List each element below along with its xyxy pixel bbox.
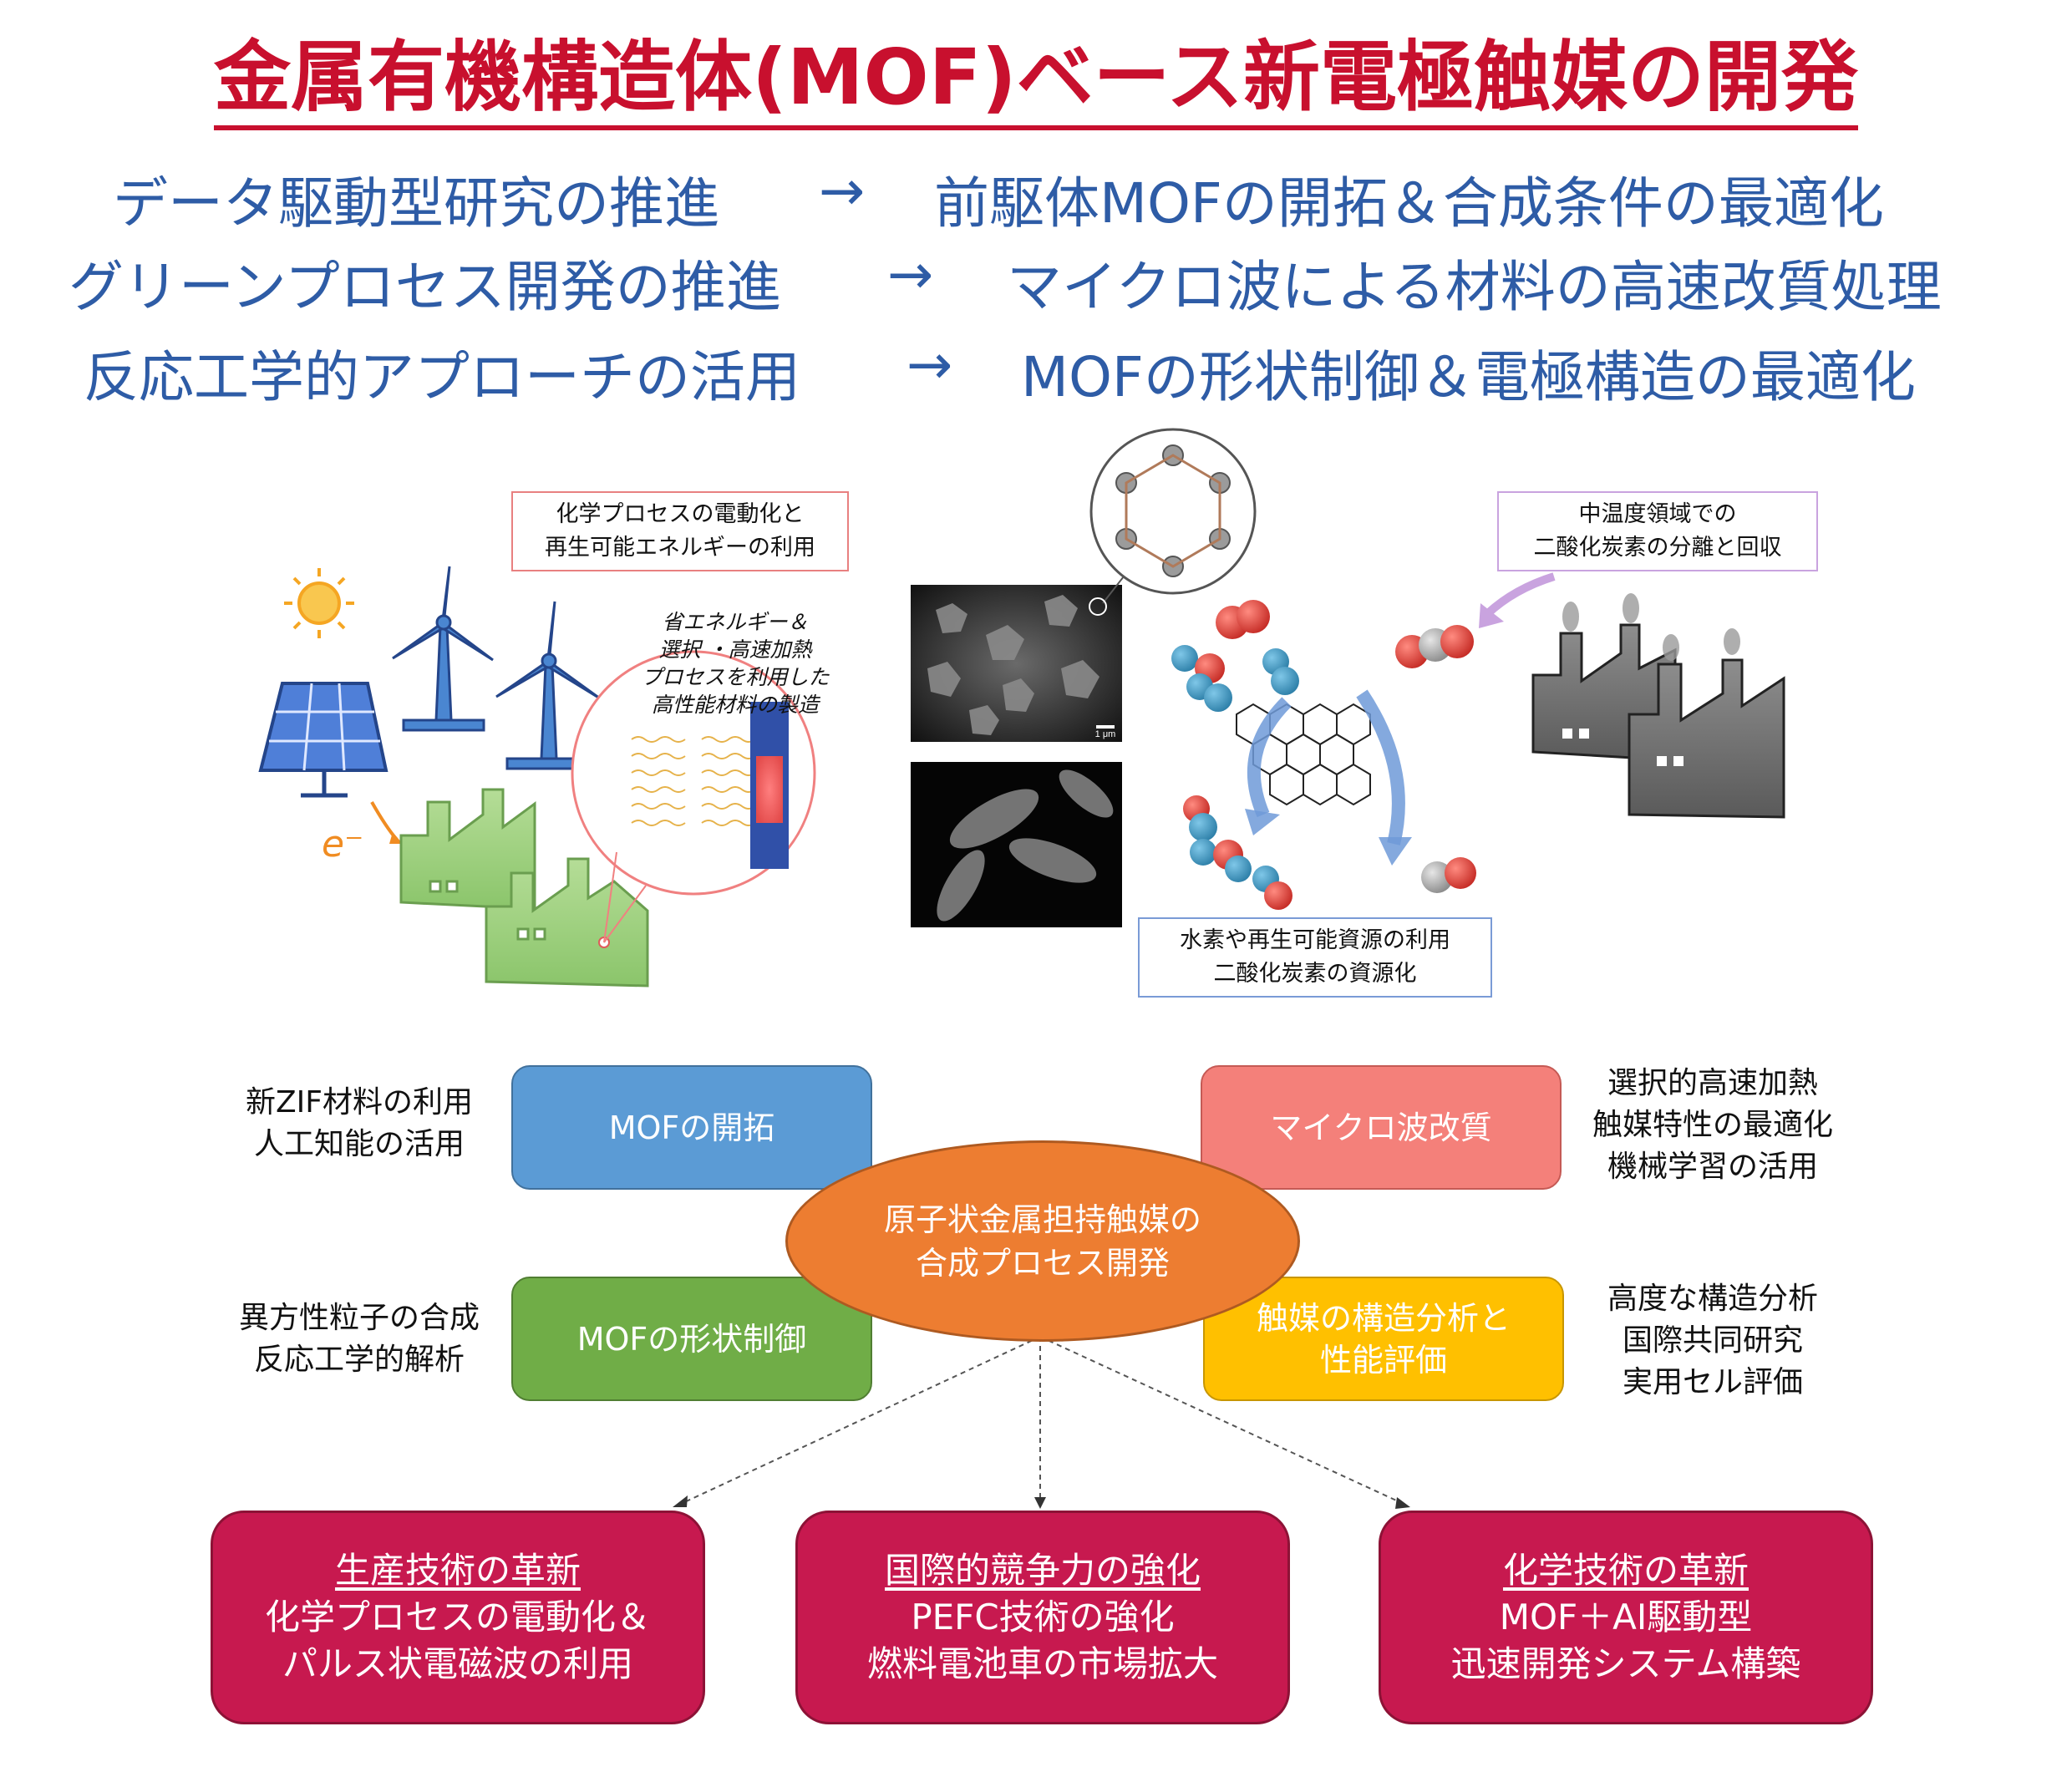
outcome-line: MOF＋AI駆動型 [1499, 1597, 1753, 1638]
electrification-box: 化学プロセスの電動化と 再生可能エネルギーの利用 [511, 491, 849, 571]
heated-zone [756, 756, 783, 823]
module-shape-control: MOFの形状制御 [511, 1277, 872, 1401]
module-analysis-line1: 触媒の構造分析と [1256, 1299, 1511, 1337]
theme-left: グリーンプロセス開発の推進 [69, 255, 781, 319]
theme-arrow-1: → [819, 159, 866, 223]
theme-row-2: グリーンプロセス開発の推進 [69, 242, 781, 322]
theme-right-2: マイクロ波による材料の高速改質処理 [1007, 255, 1942, 319]
side-note-bottom-left: 異方性粒子の合成 反応工学的解析 [221, 1297, 497, 1381]
module-microwave: マイクロ波改質 [1201, 1065, 1562, 1190]
theme-arrow-2: → [887, 242, 934, 307]
sun-icon [284, 568, 354, 638]
electrification-line1: 化学プロセスの電動化と [556, 501, 805, 527]
module-analysis: 触媒の構造分析と 性能評価 [1203, 1277, 1564, 1401]
module-analysis-line2: 性能評価 [1319, 1341, 1447, 1379]
theme-left: データ駆動型研究の推進 [113, 171, 719, 236]
outcome-heading: 国際的競争力の強化 [884, 1550, 1201, 1591]
side-note-line: 人工知能の活用 [253, 1127, 465, 1161]
theme-left: 反応工学的アプローチの活用 [84, 345, 800, 409]
side-note-top-left: 新ZIF材料の利用 人工知能の活用 [226, 1082, 493, 1165]
outcome-line: PEFC技術の強化 [911, 1597, 1175, 1638]
center-line1: 原子状金属担持触媒の [883, 1201, 1201, 1238]
hydrogen-line2: 二酸化炭素の資源化 [1213, 961, 1417, 987]
side-note-line: 高度な構造分析 [1607, 1282, 1818, 1316]
side-note-top-right: 選択的高速加熱 触媒特性の最適化 機械学習の活用 [1571, 1063, 1855, 1188]
side-note-line: 国際共同研究 [1622, 1323, 1803, 1358]
outcome-heading: 生産技術の革新 [334, 1550, 581, 1591]
factory-icon [1531, 623, 1785, 819]
side-note-line: 反応工学的解析 [253, 1343, 465, 1377]
center-line2: 合成プロセス開発 [915, 1244, 1170, 1282]
outcome-box-competitiveness: 国際的競争力の強化 PEFC技術の強化 燃料電池車の市場拡大 [795, 1511, 1290, 1724]
side-note-bottom-right: 高度な構造分析 国際共同研究 実用セル評価 [1583, 1278, 1842, 1404]
electron-label: e⁻ [322, 823, 364, 866]
theme-row-1: データ駆動型研究の推進 [113, 159, 719, 239]
electrification-line2: 再生可能エネルギーの利用 [545, 535, 815, 561]
outcome-box-chemistry: 化学技術の革新 MOF＋AI駆動型 迅速開発システム構築 [1379, 1511, 1873, 1724]
co2-separation-line1: 中温度領域での [1578, 501, 1737, 527]
side-note-line: 選択的高速加熱 [1607, 1066, 1818, 1100]
heating-note-line: 高性能材料の製造 [651, 693, 819, 717]
smoke-icon [1562, 593, 1740, 661]
center-process-ellipse: 原子状金属担持触媒の 合成プロセス開発 [785, 1140, 1300, 1342]
wind-turbine-icon [495, 601, 601, 770]
co2-separation-line2: 二酸化炭素の分離と回収 [1533, 535, 1782, 561]
co2-separation-box: 中温度領域での 二酸化炭素の分離と回収 [1497, 491, 1818, 571]
outcome-line: 燃料電池車の市場拡大 [866, 1643, 1218, 1684]
heating-note-line: 省エネルギー＆ [662, 610, 809, 634]
heating-note: 省エネルギー＆ 選択 ・高速加熱 プロセスを利用した 高性能材料の製造 [635, 608, 835, 718]
solar-panel-icon [258, 682, 388, 798]
theme-right-3: MOFの形状制御＆電極構造の最適化 [1021, 345, 1916, 409]
cycle-arrow-icon [1245, 689, 1412, 866]
heating-note-line: プロセスを利用した [641, 665, 830, 689]
side-note-line: 触媒特性の最適化 [1592, 1108, 1833, 1142]
microwave-wave-icon [631, 736, 756, 826]
side-note-line: 機械学習の活用 [1607, 1150, 1818, 1184]
outcome-line: パルス状電磁波の利用 [282, 1643, 633, 1684]
wind-turbine-icon [392, 566, 494, 732]
theme-row-3: 反応工学的アプローチの活用 [84, 333, 800, 413]
side-note-line: 新ZIF材料の利用 [246, 1085, 473, 1120]
page-title-text: 金属有機構造体(MOF)ベース新電極触媒の開発 [213, 33, 1859, 130]
green-factory-icon [399, 788, 649, 988]
outcome-line: 化学プロセスの電動化＆ [264, 1597, 651, 1638]
molecule-icons [1171, 600, 1476, 910]
hydrogen-box: 水素や再生可能資源の利用 二酸化炭素の資源化 [1138, 917, 1492, 998]
page-title: 金属有機構造体(MOF)ベース新電極触媒の開発 [0, 15, 2072, 130]
theme-arrow-3: → [906, 333, 953, 397]
connector-lines [680, 1336, 1404, 1505]
module-mof-development: MOFの開拓 [511, 1065, 872, 1190]
hydrogen-line1: 水素や再生可能資源の利用 [1180, 927, 1450, 953]
side-note-line: 実用セル評価 [1622, 1365, 1803, 1399]
outcome-box-production: 生産技術の革新 化学プロセスの電動化＆ パルス状電磁波の利用 [211, 1511, 705, 1724]
theme-right-1: 前駆体MOFの開拓＆合成条件の最適化 [934, 171, 1884, 236]
side-note-line: 異方性粒子の合成 [238, 1301, 480, 1335]
outcome-heading: 化学技術の革新 [1502, 1550, 1749, 1591]
heating-note-line: 選択 ・高速加熱 [658, 637, 812, 662]
mof-structure-circle [1089, 428, 1257, 595]
outcome-line: 迅速開発システム構築 [1450, 1643, 1801, 1684]
scale-bar-label: 1 μm [1095, 729, 1116, 739]
